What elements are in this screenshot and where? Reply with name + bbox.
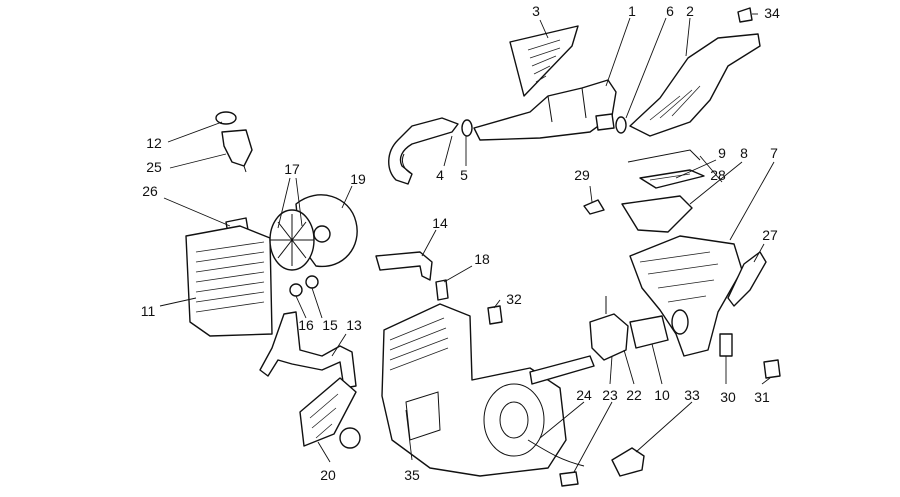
part-bracket-33 [737, 7, 753, 23]
callout-24: 24 [576, 387, 592, 403]
callout-18: 18 [474, 251, 490, 267]
part-cooling-fan [269, 194, 358, 271]
callout-29: 29 [574, 167, 590, 183]
part-gear-35 [339, 427, 361, 449]
part-cap-31 [763, 359, 781, 379]
part-plug-32 [487, 305, 503, 325]
callout-15: 15 [322, 317, 338, 333]
callout-14: 14 [432, 215, 448, 231]
callout-10: 10 [654, 387, 670, 403]
part-exhaust-manifold [388, 117, 459, 185]
part-rod-28 [627, 149, 701, 163]
callout-9: 9 [718, 145, 726, 161]
callout-31: 31 [754, 389, 770, 405]
callout-labels: 3 1 6 2 34 4 5 9 8 7 28 29 27 30 31 12 2… [141, 3, 780, 483]
callout-3: 3 [532, 3, 540, 19]
part-clip-29 [583, 199, 605, 215]
part-engine-block [381, 303, 567, 477]
callout-35: 35 [404, 467, 420, 483]
callout-5: 5 [460, 167, 468, 183]
leader-lines [159, 13, 775, 473]
callout-6: 6 [666, 3, 674, 19]
part-grille-plate [509, 25, 579, 97]
part-coolant-reservoir [215, 111, 253, 173]
callout-1: 1 [628, 3, 636, 19]
part-seal-ring-5 [461, 119, 473, 137]
callout-34: 33 [684, 387, 700, 403]
part-seal-ring-6 [615, 116, 627, 134]
callout-13: 13 [346, 317, 362, 333]
part-hose-13 [259, 311, 357, 389]
callout-16: 16 [298, 317, 314, 333]
part-sensor-30 [719, 333, 733, 357]
callout-12: 12 [146, 135, 162, 151]
callout-11: 11 [141, 303, 156, 319]
part-cap-34 [611, 447, 645, 477]
callout-26: 26 [142, 183, 158, 199]
callout-4: 4 [436, 167, 444, 183]
callout-27: 27 [762, 227, 778, 243]
part-silencer [473, 79, 617, 141]
callout-19: 19 [350, 171, 366, 187]
part-fitting-16 [289, 283, 303, 297]
callout-7: 7 [770, 145, 778, 161]
callout-30: 30 [720, 389, 736, 405]
part-intake-manifold [529, 355, 595, 385]
part-spark-plug-18 [435, 279, 449, 301]
part-hose-14 [375, 251, 433, 281]
callout-32: 32 [506, 291, 522, 307]
callout-28: 28 [710, 167, 726, 183]
callout-20: 20 [320, 467, 336, 483]
part-terminal-23 [559, 471, 579, 487]
callout-23: 23 [602, 387, 618, 403]
part-fitting-15 [305, 275, 319, 289]
part-airbox-cover [621, 169, 705, 233]
callout-25: 25 [146, 159, 162, 175]
part-radiator [185, 225, 273, 337]
part-guard-plate [299, 377, 357, 447]
callout-8: 8 [740, 145, 748, 161]
part-carburetor [589, 296, 669, 361]
part-airfilter-box [629, 235, 743, 357]
callout-2: 2 [686, 3, 694, 19]
callout-17: 17 [284, 161, 300, 177]
callout-22: 22 [626, 387, 642, 403]
callout-33: 34 [764, 5, 780, 21]
part-exhaust-shield [629, 33, 761, 137]
